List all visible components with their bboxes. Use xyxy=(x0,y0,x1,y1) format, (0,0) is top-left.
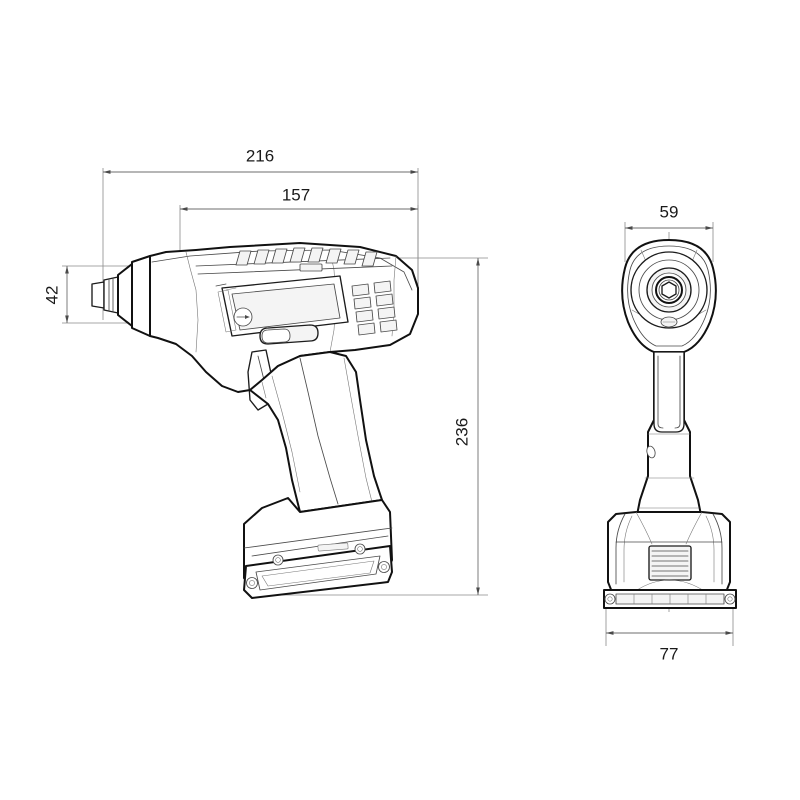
hex-socket xyxy=(661,281,677,299)
keypad-key[interactable] xyxy=(357,322,376,336)
keypad-key[interactable] xyxy=(373,280,392,294)
chuck-head xyxy=(621,239,717,353)
keypad-key[interactable] xyxy=(375,293,394,307)
keypad[interactable] xyxy=(351,280,398,336)
dimension-236: 236 xyxy=(452,258,480,595)
battery-pack[interactable] xyxy=(243,497,393,599)
dimension-59: 59 xyxy=(625,202,713,230)
battery-label xyxy=(317,542,349,552)
top-label-plate xyxy=(299,263,323,272)
dimension-236-text: 236 xyxy=(452,418,471,446)
lcd-display-panel xyxy=(215,275,349,337)
keypad-key[interactable] xyxy=(351,283,370,297)
dimension-59-text: 59 xyxy=(660,202,679,221)
pistol-grip xyxy=(249,351,383,513)
dimension-77: 77 xyxy=(606,631,733,663)
keypad-key[interactable] xyxy=(379,319,398,333)
bit-holder-nose xyxy=(91,255,151,337)
keypad-key[interactable] xyxy=(377,306,396,320)
neck-button xyxy=(646,445,656,459)
ventilation-slots xyxy=(195,247,393,275)
direction-switch-icon[interactable] xyxy=(233,307,253,327)
side-view-group: 216 157 42 236 xyxy=(42,146,488,599)
dimension-77-text: 77 xyxy=(660,644,679,663)
battery-front[interactable] xyxy=(603,511,737,609)
dimension-42-text: 42 xyxy=(42,286,61,305)
neck-inset xyxy=(653,351,685,433)
dimension-216: 216 xyxy=(103,146,418,174)
keypad-key[interactable] xyxy=(353,296,372,310)
dimension-42: 42 xyxy=(42,266,69,323)
front-view-group: 59 77 xyxy=(603,202,737,663)
keypad-key[interactable] xyxy=(355,309,374,323)
dimension-216-text: 216 xyxy=(246,146,274,165)
battery-screws xyxy=(246,543,390,589)
dimension-157-text: 157 xyxy=(282,185,310,204)
battery-latch-rail xyxy=(603,589,737,609)
battery-vent-grille xyxy=(648,545,692,581)
dimension-157: 157 xyxy=(180,185,418,211)
